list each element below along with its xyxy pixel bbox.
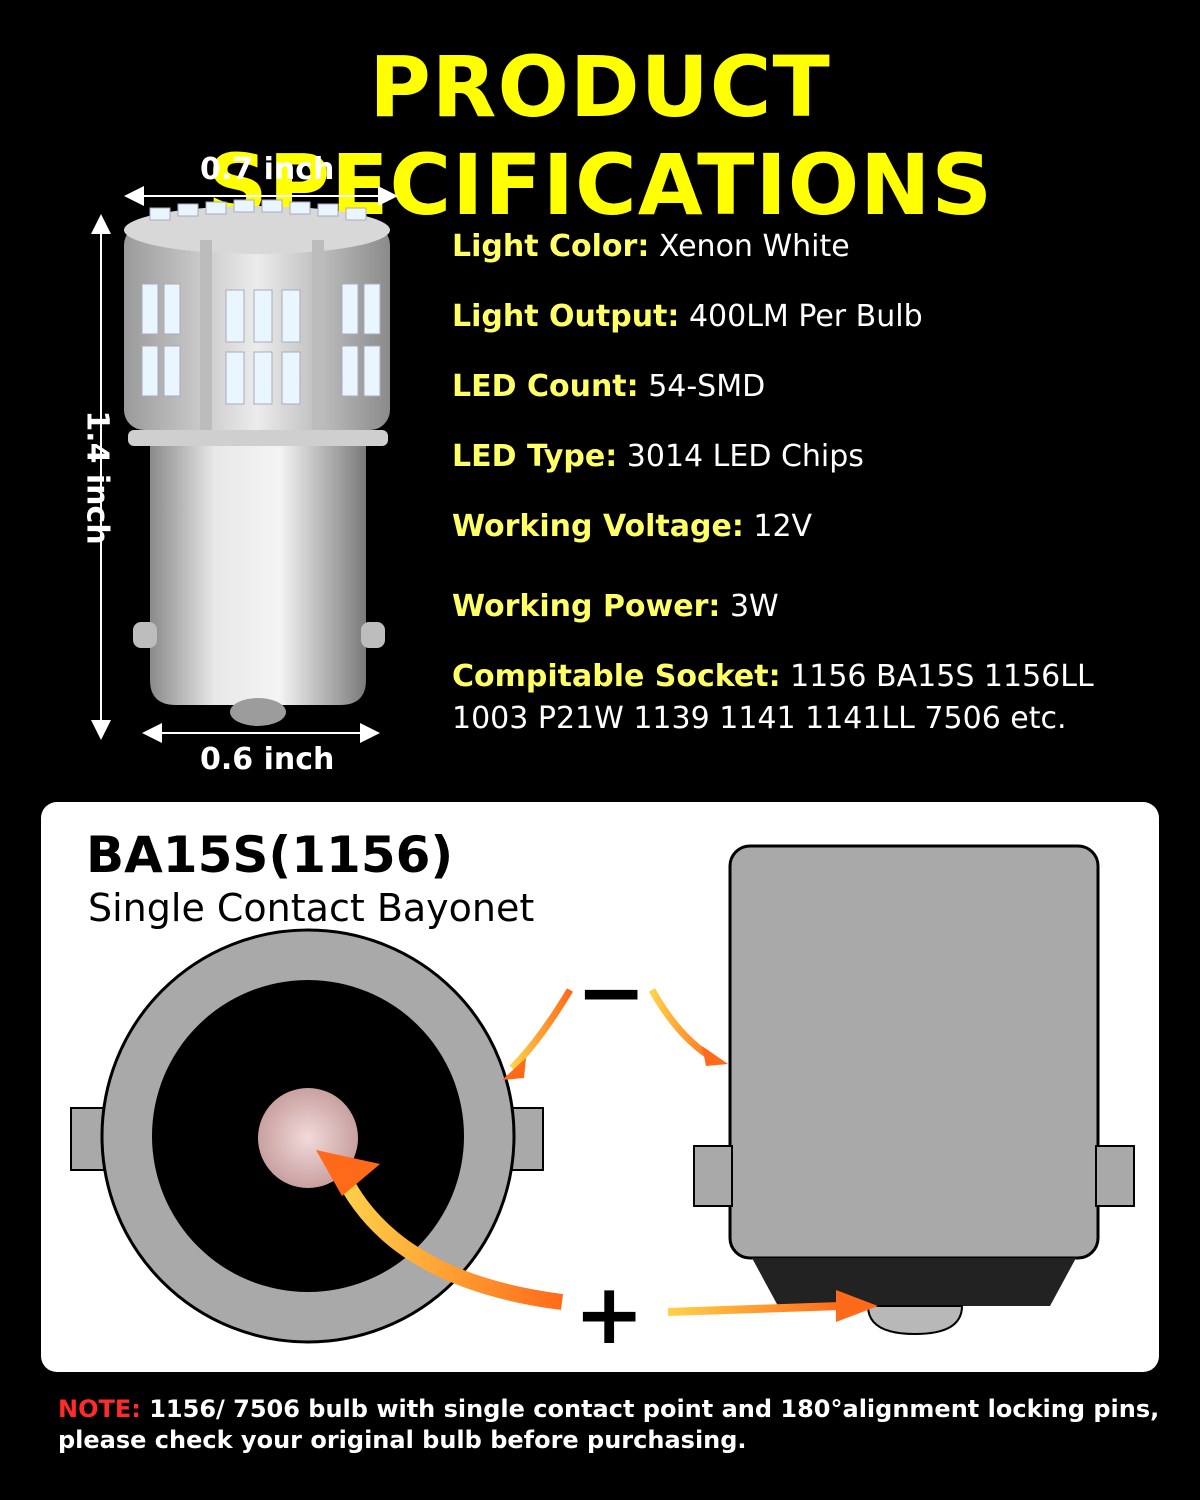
spec-item: LED Type: 3014 LED Chips [452,436,864,478]
base-contact-tip [866,1305,964,1336]
spec-item: Working Voltage: 12V [452,506,812,548]
spec-item: Light Color: Xenon White [452,226,850,268]
spec-key: Light Color: [452,229,650,264]
bottom-width-label: 0.6 inch [200,742,335,777]
spec-key: LED Count: [452,369,639,404]
spec-key: Working Voltage: [452,509,744,544]
spec-item: Light Output: 400LM Per Bulb [452,296,923,338]
spec-key: Compitable Socket: [452,659,781,694]
spec-value: Xenon White [658,229,850,264]
spec-item: Compitable Socket: 1156 BA15S 1156LL 100… [452,656,1152,740]
minus-arrow-left [509,988,574,1071]
side-pin-left [693,1145,733,1207]
spec-value: 400LM Per Bulb [688,299,923,334]
spec-value: 3W [729,589,779,624]
spec-key: LED Type: [452,439,618,474]
metal-base [150,440,366,705]
left-pin [133,622,157,648]
negative-sign: − [576,943,647,1041]
positive-sign: + [574,1265,645,1363]
spec-value: 3014 LED Chips [626,439,864,474]
note-line2: please check your original bulb before p… [58,1426,747,1454]
led-chips [141,199,381,405]
base-type-title: BA15S(1156) [86,826,454,884]
base-type-subtitle: Single Contact Bayonet [88,886,535,930]
top-width-label: 0.7 inch [200,152,335,187]
spec-value: 12V [753,509,813,544]
spec-item: LED Count: 54-SMD [452,366,765,408]
spec-key: Working Power: [452,589,721,624]
spec-item: Working Power: 3W [452,586,779,628]
contact-tip [230,698,286,726]
plus-arrow-socket [332,1166,564,1310]
side-pin-right [1095,1145,1135,1207]
bulb-illustration [91,186,398,743]
base-side-body [728,844,1100,1260]
plus-arrow-tip [667,1302,841,1316]
spec-value: 54-SMD [648,369,766,404]
note: NOTE: 1156/ 7506 bulb with single contac… [58,1394,1159,1456]
note-label: NOTE: [58,1395,141,1423]
base-insulator [752,1258,1076,1306]
spec-key: Light Output: [452,299,680,334]
note-line1: 1156/ 7506 bulb with single contact poin… [140,1395,1160,1423]
right-pin [361,622,385,648]
spec-value: 1156 BA15S 1156LL 1003 P21W 1139 1141 11… [452,659,1094,736]
